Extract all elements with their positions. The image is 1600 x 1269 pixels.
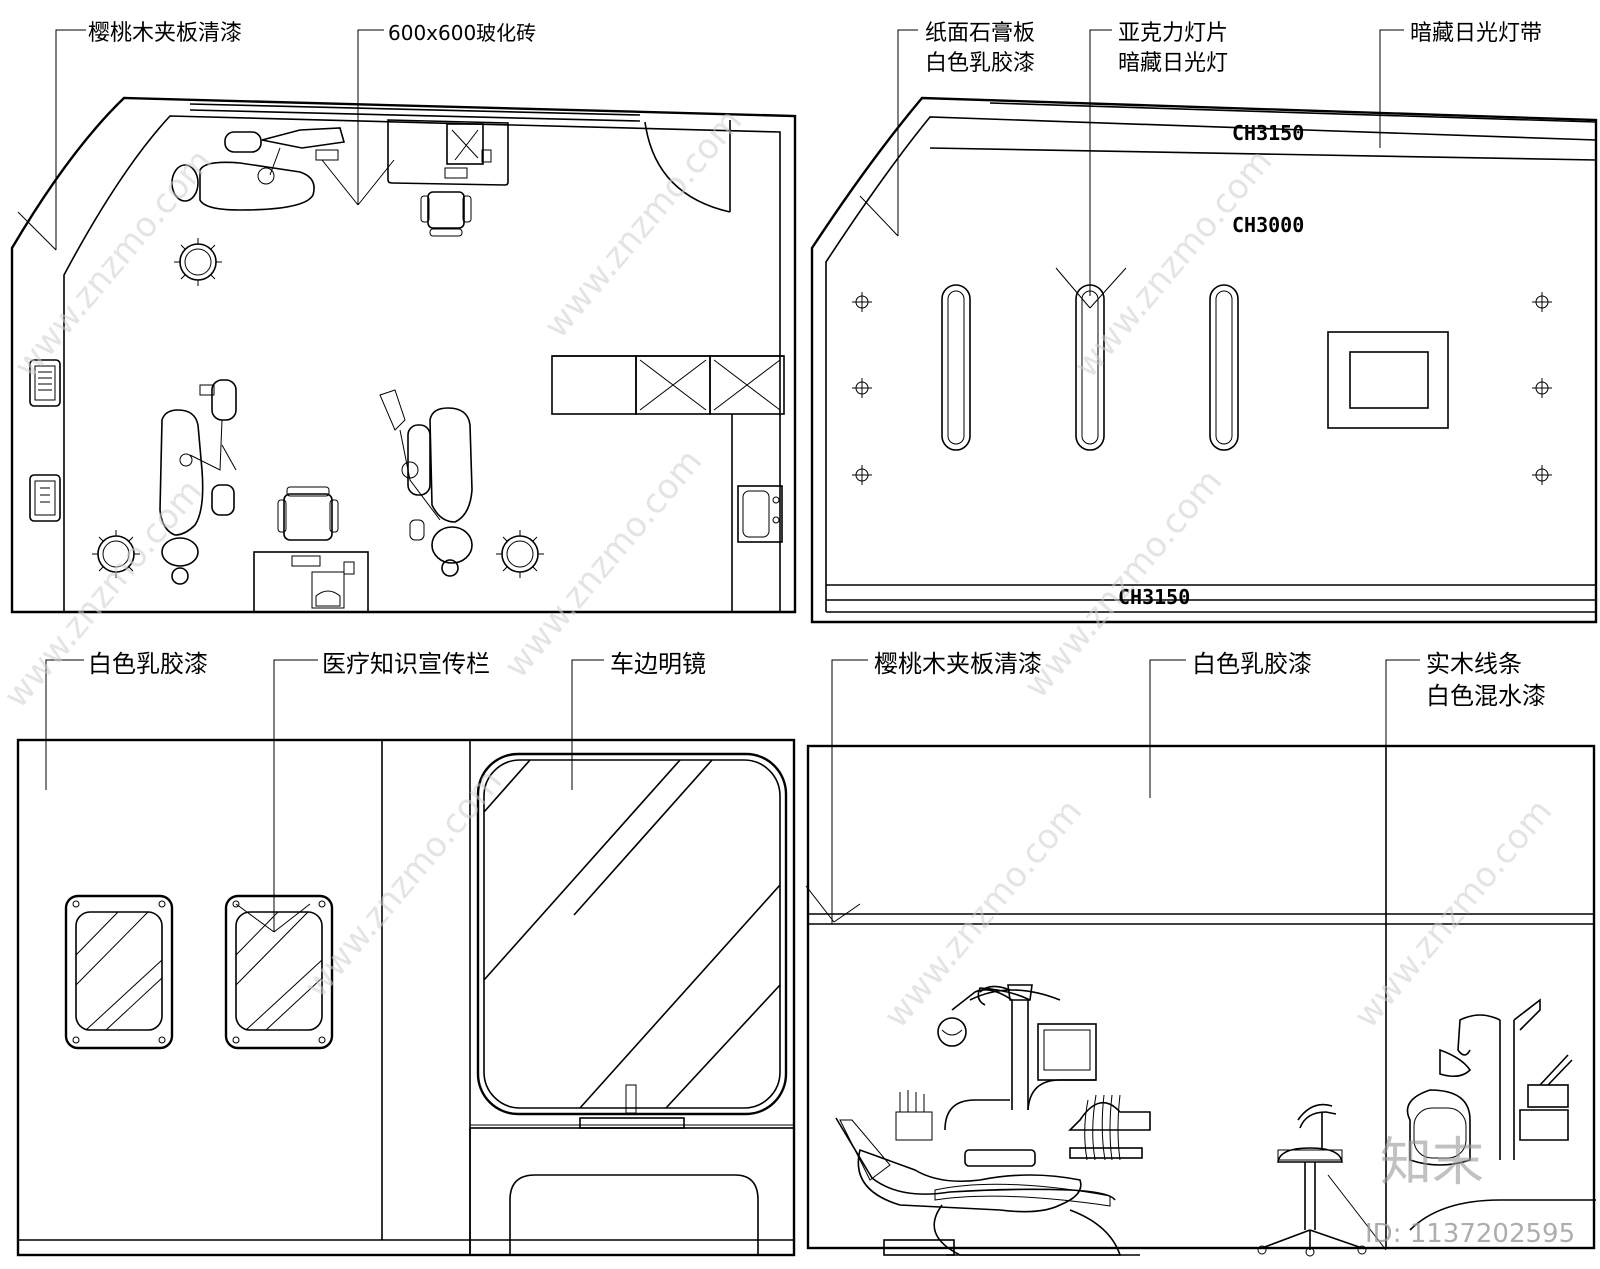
elev-a-label-notice-board: 医疗知识宣传栏 <box>322 650 490 678</box>
ceiling-label-acrylic-2: 暗藏日光灯 <box>1118 51 1228 76</box>
elevation-b: 樱桃木夹板清漆 白色乳胶漆 实木线条 白色混水漆 <box>805 650 1596 1257</box>
watermark-site: www.znzmo.com <box>536 102 750 346</box>
elevation-a: 白色乳胶漆 医疗知识宣传栏 车边明镜 <box>16 650 796 1257</box>
watermark-layer: www.znzmo.com www.znzmo.com www.znzmo.co… <box>0 102 1575 1249</box>
watermark-brand-logo: 知末 <box>1380 1133 1484 1193</box>
watermark-site: www.znzmo.com <box>0 472 210 716</box>
elev-a-label-latex: 白色乳胶漆 <box>88 650 208 678</box>
ceiling-label-gypsum-2: 白色乳胶漆 <box>925 51 1035 76</box>
elev-b-label-wood-line-2: 白色混水漆 <box>1426 682 1546 710</box>
watermark-id: ID: 1137202595 <box>1365 1219 1575 1249</box>
ceiling-dim-top: CH3150 <box>1232 121 1304 145</box>
stool-elevation <box>1257 1103 1387 1257</box>
dental-unit-left <box>835 984 1151 1256</box>
ceiling-label-gypsum-1: 纸面石膏板 <box>925 21 1035 46</box>
dental-unit-right <box>1406 998 1596 1231</box>
ceiling-plan: 纸面石膏板 白色乳胶漆 亚克力灯片 暗藏日光灯 暗藏日光灯带 CH3150 CH… <box>810 21 1598 624</box>
ceiling-dim-bottom: CH3150 <box>1118 585 1190 609</box>
ceiling-dim-middle: CH3000 <box>1232 213 1304 237</box>
floor-plan: 樱桃木夹板清漆 600x600玻化砖 <box>10 21 797 614</box>
watermark-site: www.znzmo.com <box>6 142 220 386</box>
watermark-site: www.znzmo.com <box>1066 142 1280 386</box>
floor-plan-label-tile: 600x600玻化砖 <box>388 21 536 45</box>
elev-a-label-mirror: 车边明镜 <box>610 650 706 678</box>
ceiling-label-acrylic-1: 亚克力灯片 <box>1118 21 1228 46</box>
elev-b-label-cherry-panel: 樱桃木夹板清漆 <box>874 650 1042 678</box>
elev-b-label-wood-line-1: 实木线条 <box>1426 650 1522 678</box>
ceiling-label-light-strip: 暗藏日光灯带 <box>1410 21 1542 46</box>
elev-b-label-latex: 白色乳胶漆 <box>1192 650 1312 678</box>
floor-plan-label-cherry-panel: 樱桃木夹板清漆 <box>88 21 242 46</box>
